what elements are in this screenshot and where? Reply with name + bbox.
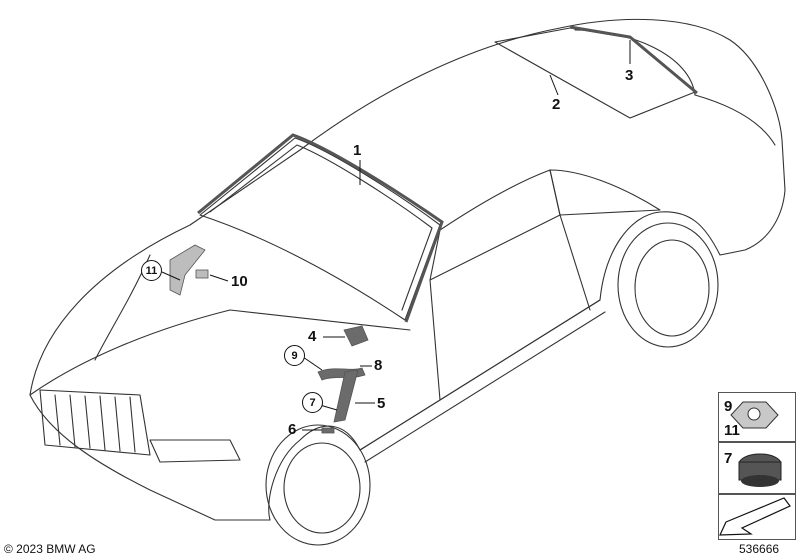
legend-num-11: 11 bbox=[724, 422, 740, 439]
door-line-2 bbox=[559, 214, 591, 311]
windshield bbox=[199, 137, 441, 321]
diagram-number: 536666 bbox=[739, 542, 780, 556]
callout-4: 4 bbox=[308, 328, 317, 345]
headlight bbox=[149, 439, 241, 463]
grille bbox=[39, 389, 151, 456]
car-body-outline bbox=[29, 18, 786, 521]
rear-window-seal bbox=[569, 25, 698, 95]
washer-nozzle-part bbox=[169, 244, 206, 296]
callout-7-circled: 7 bbox=[302, 392, 323, 413]
side-window bbox=[429, 169, 561, 281]
side-sill bbox=[359, 299, 606, 463]
callout-3: 3 bbox=[625, 67, 634, 84]
callout-6: 6 bbox=[288, 421, 297, 438]
callout-1: 1 bbox=[353, 142, 362, 159]
copyright-text: © 2023 BMW AG bbox=[4, 542, 96, 556]
callout-8: 8 bbox=[374, 357, 383, 374]
front-wheel bbox=[265, 424, 371, 546]
legend-box-arrow bbox=[718, 494, 796, 540]
hood-line bbox=[29, 309, 411, 396]
rear-wheel bbox=[617, 222, 719, 348]
side-window-rear bbox=[549, 169, 661, 216]
callout-2: 2 bbox=[552, 96, 561, 113]
legend-num-9: 9 bbox=[724, 398, 733, 415]
legend-num-7: 7 bbox=[724, 450, 733, 467]
callout-5: 5 bbox=[377, 395, 386, 412]
sensor-part-4 bbox=[343, 325, 369, 347]
windshield-inner bbox=[209, 144, 433, 311]
door-line bbox=[429, 279, 441, 401]
bracket-10 bbox=[195, 269, 209, 279]
clip-part-6 bbox=[321, 427, 335, 434]
windshield-seal bbox=[197, 133, 444, 323]
rear-window bbox=[494, 27, 696, 119]
bracket-part-5 bbox=[333, 369, 359, 423]
callout-10: 10 bbox=[231, 273, 248, 290]
callout-11-circled: 11 bbox=[141, 260, 162, 281]
rear-deck bbox=[694, 94, 776, 146]
callout-9-circled: 9 bbox=[284, 345, 305, 366]
